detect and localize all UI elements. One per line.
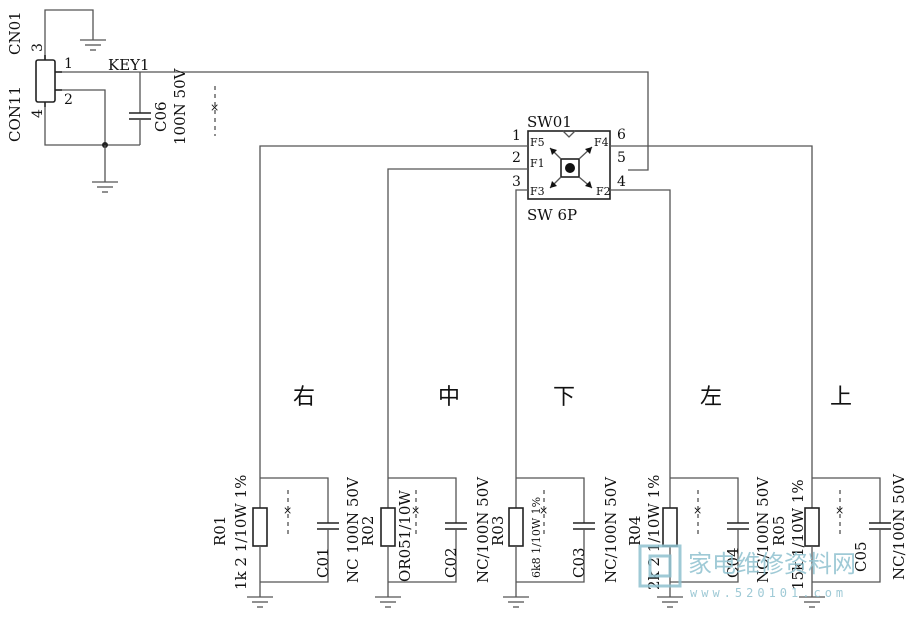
center-button (560, 158, 580, 178)
switch-pin-4: 4 (617, 174, 626, 190)
direction-label-middle: 中 (438, 385, 460, 410)
r04-ref: R04 (626, 516, 644, 546)
wire-pin4 (44, 107, 140, 146)
wire-pin4-to-r04 (610, 189, 671, 478)
connector-pin-4: 4 (30, 109, 46, 118)
ground-symbol (247, 596, 273, 608)
branch-r02-c02: × R02 OR051/10W C02 NC/100N 50V (359, 476, 492, 608)
resistor-r03 (508, 507, 524, 547)
r01-value: 1k 2 1/10W 1% (232, 475, 250, 590)
svg-text:×: × (693, 504, 702, 517)
r05-value: 15k 1/10W 1% (789, 479, 807, 590)
direction-label-left: 左 (700, 385, 722, 410)
wire-pin1-to-r01 (259, 145, 528, 478)
c03-ref: C03 (570, 547, 588, 578)
resistor-r04 (662, 507, 678, 547)
c05-ref: C05 (852, 541, 870, 572)
contact-f3: F3 (530, 185, 545, 198)
sw01-type: SW 6P (527, 206, 577, 224)
c01-ref: C01 (314, 547, 332, 578)
c02-value: NC/100N 50V (474, 476, 492, 583)
ground-symbol (92, 181, 118, 193)
direction-label-down: 下 (553, 385, 575, 410)
connector-pin-2: 2 (64, 92, 73, 108)
switch-pin-2: 2 (512, 150, 521, 166)
switch-pin-3: 3 (512, 174, 521, 190)
switch-pin-1: 1 (512, 128, 521, 144)
wire-pin2 (62, 89, 106, 145)
contact-f1: F1 (530, 157, 545, 170)
wire-pin3-to-r03 (515, 189, 528, 478)
wire-pin3-ground (44, 9, 94, 60)
c06-ref: C06 (152, 101, 170, 132)
r01-ref: R01 (211, 516, 229, 546)
nc-cross-mark: × (210, 101, 219, 114)
connector-block: CN01 CON11 3 4 1 2 KEY1 C06 1 (6, 9, 649, 193)
watermark: 家电维修资料网 www.520101.com (638, 544, 856, 600)
switch-pin-5: 5 (617, 150, 626, 166)
contact-f5: F5 (530, 136, 545, 149)
c01-value: NC 100N 50V (344, 476, 362, 583)
wire-key-to-switch-pin5 (62, 71, 649, 171)
r03-ref: R03 (489, 516, 507, 546)
direction-label-right: 右 (293, 385, 315, 410)
ground-symbol (657, 596, 683, 608)
r05-ref: R05 (770, 516, 788, 546)
ground-symbol (503, 596, 529, 608)
watermark-logo-text: 家电维修资料网 (688, 550, 856, 578)
branch-r03-c03: × R03 6k8 1/10W 1% C03 NC/100N 50V (489, 476, 620, 608)
resistor-r01 (252, 507, 268, 547)
resistor-r02 (380, 507, 396, 547)
c02-ref: C02 (442, 547, 460, 578)
switch-pin-6: 6 (617, 127, 626, 143)
sw01-body (527, 130, 611, 200)
ground-symbol (375, 596, 401, 608)
watermark-logo-icon (638, 544, 682, 588)
ground-symbol (80, 39, 106, 51)
direction-label-up: 上 (830, 385, 852, 410)
c03-value: NC/100N 50V (602, 476, 620, 583)
branch-r05-c05: × R05 15k 1/10W 1% C05 NC/100N 50V (770, 473, 908, 608)
key-label: KEY1 (108, 56, 150, 74)
key-switch-body (35, 59, 56, 103)
branch-r01-c01: × R01 1k 2 1/10W 1% C01 NC 100N 50V (211, 475, 362, 608)
contact-f2: F2 (596, 185, 611, 198)
connector-ref-a: CN01 (6, 11, 24, 55)
r02-ref: R02 (359, 516, 377, 546)
wire-pin6-to-r05 (610, 145, 813, 478)
c04-value: NC/100N 50V (754, 476, 772, 583)
c04-ref: C04 (724, 547, 742, 578)
sw01-switch: SW01 F5 F4 F1 F3 F2 1 2 3 4 5 6 SW 6P (512, 113, 626, 224)
sw01-ref: SW01 (527, 113, 572, 131)
resistor-r05 (804, 507, 820, 547)
wire-pin2-to-r02 (387, 168, 528, 478)
connector-ref-b: CON11 (6, 86, 24, 142)
ground-symbol (799, 596, 825, 608)
svg-text:×: × (835, 504, 844, 517)
watermark-url: www.520101.com (690, 586, 847, 600)
r02-value: OR051/10W (396, 490, 414, 582)
connector-pin-3: 3 (30, 43, 46, 52)
svg-text:×: × (539, 504, 548, 517)
r03-value: 6k8 1/10W 1% (530, 497, 543, 578)
r04-value: 2k 2 1/10W 1% (645, 475, 663, 590)
connector-pin-1: 1 (64, 56, 73, 72)
svg-text:×: × (411, 504, 420, 517)
svg-text:×: × (283, 504, 292, 517)
c06-value: 100N 50V (171, 67, 189, 145)
contact-f4: F4 (594, 136, 609, 149)
c05-value: NC/100N 50V (890, 473, 908, 580)
